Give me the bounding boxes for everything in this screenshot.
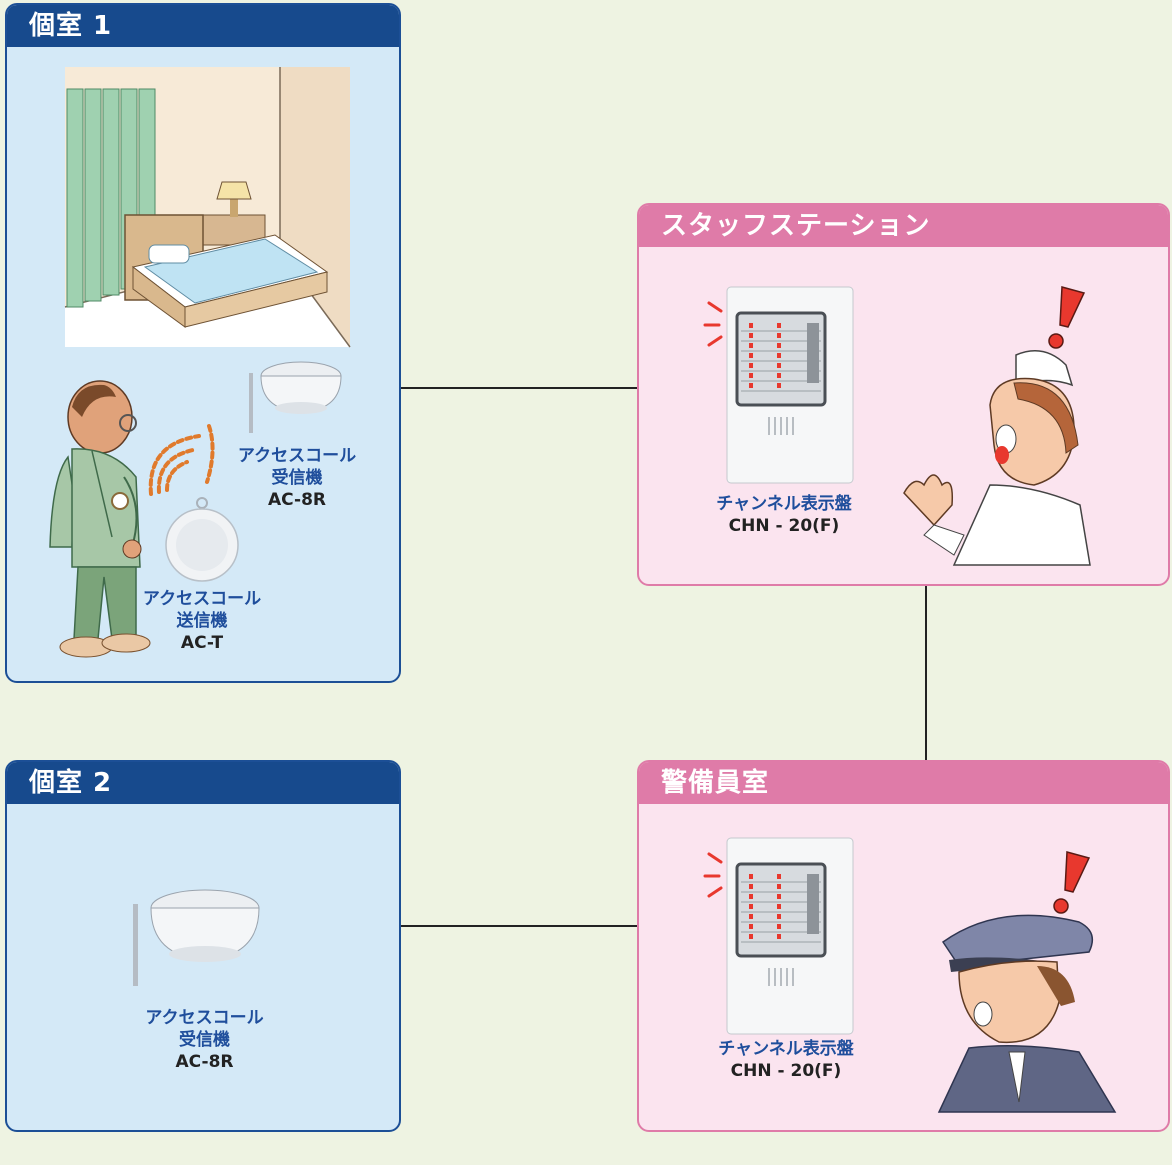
guard-room-panel: 警備員室 チャンネル表示盤 CHN - 20(F): [637, 760, 1170, 1132]
transmitter-model: AC-T: [180, 633, 224, 653]
receiver-2-name-line1: アクセスコール: [145, 1008, 264, 1028]
receiver-2-model: AC-8R: [175, 1052, 234, 1072]
transmitter-name-line1: アクセスコール: [142, 589, 262, 609]
wire-staff-guard: [925, 585, 927, 760]
nurse-illustration: [903, 350, 1091, 566]
receiver-2-label: アクセスコール 受信機 AC-8R: [117, 1007, 292, 1073]
transmitter-icon: [165, 497, 239, 582]
wire-room1-staff: [330, 387, 640, 389]
staff-station-panel: スタッフステーション チャンネル表示盤 CHN - 20(F): [637, 203, 1170, 586]
transmitter-name-line2: 送信機: [176, 611, 228, 631]
room-2-panel: 個室 2 アクセスコール 受信機 AC-8R: [5, 760, 401, 1132]
panel-icon: [703, 837, 854, 1035]
guard-illustration: [937, 914, 1117, 1113]
guard-room-title: 警備員室: [639, 762, 1168, 804]
exclamation-icon: [1053, 851, 1091, 914]
receiver-1-label: アクセスコール 受信機 AC-8R: [212, 445, 382, 511]
receiver-1-name-line1: アクセスコール: [237, 446, 357, 466]
receiver-icon: [133, 889, 260, 986]
receiver-1-model: AC-8R: [268, 490, 326, 510]
bedroom-illustration: [64, 67, 351, 348]
receiver-2-name-line2: 受信機: [179, 1030, 230, 1050]
guard-panel-name: チャンネル表示盤: [718, 1039, 854, 1059]
staff-panel-label: チャンネル表示盤 CHN - 20(F): [689, 493, 879, 537]
room-1-panel: 個室 1 アクセスコール 受信機 AC-: [5, 3, 401, 683]
signal-waves-icon: [148, 424, 215, 496]
wire-room2-guard: [245, 925, 640, 927]
panel-icon: [703, 286, 854, 484]
staff-station-title: スタッフステーション: [639, 205, 1168, 247]
staff-panel-model: CHN - 20(F): [728, 516, 840, 536]
staff-panel-name: チャンネル表示盤: [716, 494, 852, 514]
guard-panel-model: CHN - 20(F): [730, 1061, 842, 1081]
exclamation-icon: [1048, 286, 1086, 349]
room-1-title: 個室 1: [7, 5, 399, 47]
receiver-1-name-line2: 受信機: [271, 468, 323, 488]
guard-panel-label: チャンネル表示盤 CHN - 20(F): [691, 1038, 881, 1082]
receiver-icon: [249, 361, 342, 433]
room-2-title: 個室 2: [7, 762, 399, 804]
transmitter-label: アクセスコール 送信機 AC-T: [122, 588, 282, 654]
elderly-man-illustration: [49, 380, 151, 658]
